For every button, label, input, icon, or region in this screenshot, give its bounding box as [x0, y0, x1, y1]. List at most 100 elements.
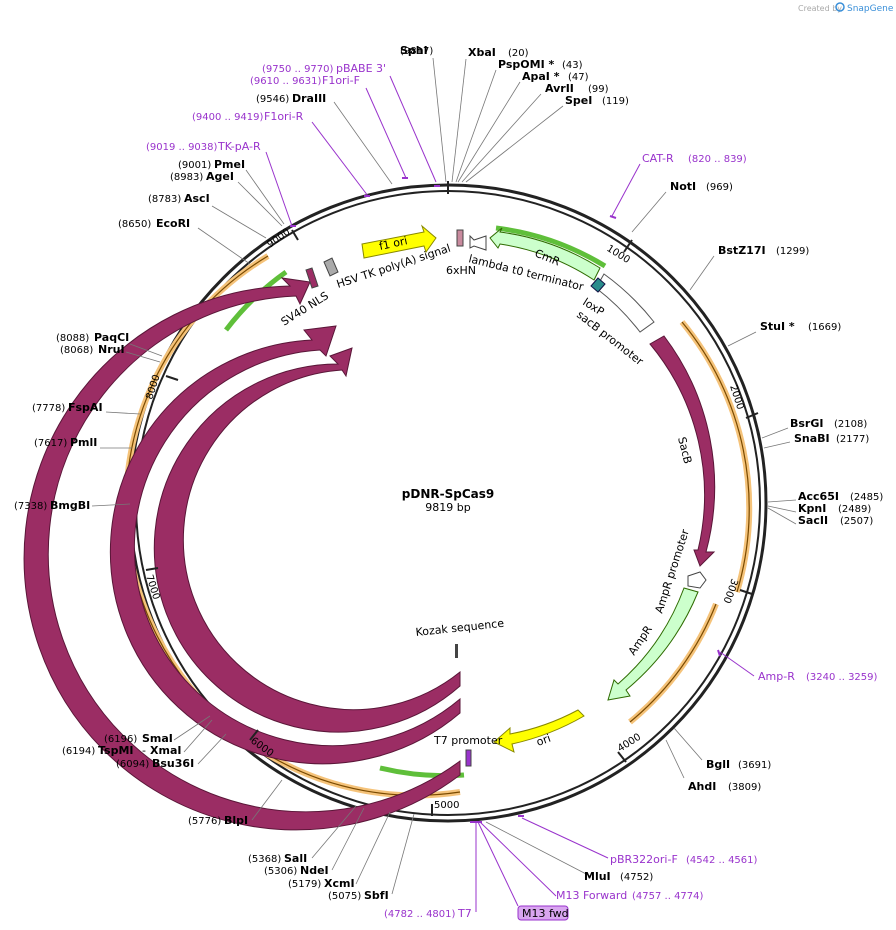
enzyme-pos: (2177): [836, 434, 869, 445]
credit-text: Created by: [798, 4, 842, 13]
enzyme-separator: -: [142, 744, 146, 757]
enzyme-name: EcoRI: [156, 217, 190, 230]
enzyme-pos: (7617): [34, 438, 67, 449]
f1ori-arrow: [361, 224, 437, 259]
primer-range: (4542 .. 4561): [686, 855, 758, 866]
lambda-terminator-arrow: [469, 234, 487, 251]
enzyme-name: ApaI *: [522, 70, 560, 83]
enzyme-name: XbaI: [468, 46, 496, 59]
scale-ticks: [145, 181, 759, 816]
enzyme-name: StuI *: [760, 320, 795, 333]
tick-8000: 8000: [144, 373, 162, 401]
enzyme-pos: (1299): [776, 246, 809, 257]
enzyme-pos: (2108): [834, 419, 867, 430]
enzyme-pos: (8088): [56, 333, 89, 344]
enzyme-pos: (119): [602, 96, 629, 107]
enzyme-name: MluI: [584, 870, 611, 883]
feature-label-ori: ori: [535, 732, 553, 749]
enzyme-pos: (8783): [148, 194, 181, 205]
enzyme-pos: (47): [568, 72, 589, 83]
enzyme-pos: (969): [706, 182, 733, 193]
enzyme-name: BglI: [706, 758, 730, 771]
enzyme-name: KpnI: [798, 502, 826, 515]
m13-fwd-badge: [517, 905, 569, 921]
primer-range: (4782 .. 4801): [384, 909, 456, 920]
feature-label-kozak: Kozak sequence: [415, 617, 505, 639]
snapgene-logo-icon: [835, 2, 845, 12]
kozak-marker: [455, 644, 458, 658]
enzyme-pos: (3809): [728, 782, 761, 793]
enzyme-pos: (9817): [400, 46, 433, 57]
enzyme-name: SphI: [400, 44, 428, 57]
enzyme-pos: (5776): [188, 816, 221, 827]
enzyme-name: SnaBI: [794, 432, 830, 445]
tick-3000: 3000: [720, 577, 739, 605]
enzyme-pos: (5368): [248, 854, 281, 865]
primer-ticks: [290, 177, 721, 823]
ori-arrow: [493, 709, 585, 753]
enzyme-pos: (5306): [264, 866, 297, 877]
primer-range: (820 .. 839): [688, 154, 747, 165]
enzyme-pos: (2489): [838, 504, 871, 515]
hsv-polya-marker: [323, 257, 339, 277]
enzyme-pos: (8068): [60, 345, 93, 356]
enzyme-name: SalI: [284, 852, 307, 865]
loxp-marker: [590, 277, 606, 293]
cas9-arrow-inner: [153, 347, 461, 733]
enzyme-pos: (43): [562, 60, 583, 71]
enzyme-name: AvrII: [545, 82, 574, 95]
primer-range: (3240 .. 3259): [806, 672, 878, 683]
primer-name: CAT-R: [642, 152, 674, 165]
feature-label-t7-promoter: T7 promoter: [433, 734, 503, 747]
enzyme-name: BsrGI: [790, 417, 823, 430]
primer-name: F1ori-F: [322, 74, 360, 87]
enzyme-name: PaqCI: [94, 331, 129, 344]
primer-name: pBR322ori-F: [610, 853, 678, 866]
enzyme-pos: (8650): [118, 219, 151, 230]
feature-label-sacb: SacB: [675, 436, 694, 466]
enzyme-name: BmgBI: [50, 499, 90, 512]
primer-name: Amp-R: [758, 670, 795, 683]
enzyme-name: TspMI: [98, 744, 134, 757]
enzyme-pos: (7338): [14, 501, 47, 512]
enzyme-name: Acc65I: [798, 490, 839, 503]
feature-label-cas9: Cas9: [243, 553, 264, 583]
tick-5000: 5000: [434, 800, 459, 811]
enzyme-leader-lines: [91, 57, 797, 895]
enzyme-name: AhdI: [688, 780, 716, 793]
enzyme-pos: (99): [588, 84, 609, 95]
ampr-arrow: [607, 587, 699, 701]
enzyme-name: BstZ17I: [718, 244, 766, 257]
primer-range: (9750 .. 9770): [262, 64, 334, 75]
enzyme-pos: (1669): [808, 322, 841, 333]
primer-name: pBABE 3': [336, 62, 386, 75]
enzyme-pos: (5075): [328, 891, 361, 902]
enzyme-name: DraIII: [292, 92, 326, 105]
enzyme-pos: (6196): [104, 734, 137, 745]
enzyme-pos: (7778): [32, 403, 65, 414]
primer-name: M13 Forward: [556, 889, 627, 902]
primer-name: T7: [457, 907, 472, 920]
tick-4000: 4000: [616, 732, 643, 755]
sacb-promoter-arrow: [595, 273, 655, 333]
brand-text: SnapGene: [847, 4, 894, 14]
enzyme-name: PspOMI *: [498, 58, 555, 71]
primer-name: F1ori-R: [264, 110, 304, 123]
enzyme-name: FspAI: [68, 401, 103, 414]
sixhn-marker: [456, 229, 464, 247]
plasmid-size: 9819 bp: [425, 501, 470, 514]
primer-range: (9400 .. 9419): [192, 112, 264, 123]
primer-range: (4757 .. 4774): [632, 891, 704, 902]
enzyme-name: XmaI: [150, 744, 181, 757]
feature-label-f1ori: f1 ori: [378, 234, 409, 253]
enzyme-name: BlpI: [224, 814, 248, 827]
enzyme-name: NotI: [670, 180, 696, 193]
enzymes-right: (9817) SphI XbaI (20) PspOMI * (43) ApaI…: [400, 44, 883, 883]
feature-label-cas9: Cas9: [269, 547, 290, 577]
enzyme-name: AgeI: [206, 170, 234, 183]
enzyme-name: NruI: [98, 343, 125, 356]
enzyme-pos: (5179): [288, 879, 321, 890]
primer-name: M13 fwd: [522, 907, 569, 920]
enzyme-name: AscI: [184, 192, 210, 205]
